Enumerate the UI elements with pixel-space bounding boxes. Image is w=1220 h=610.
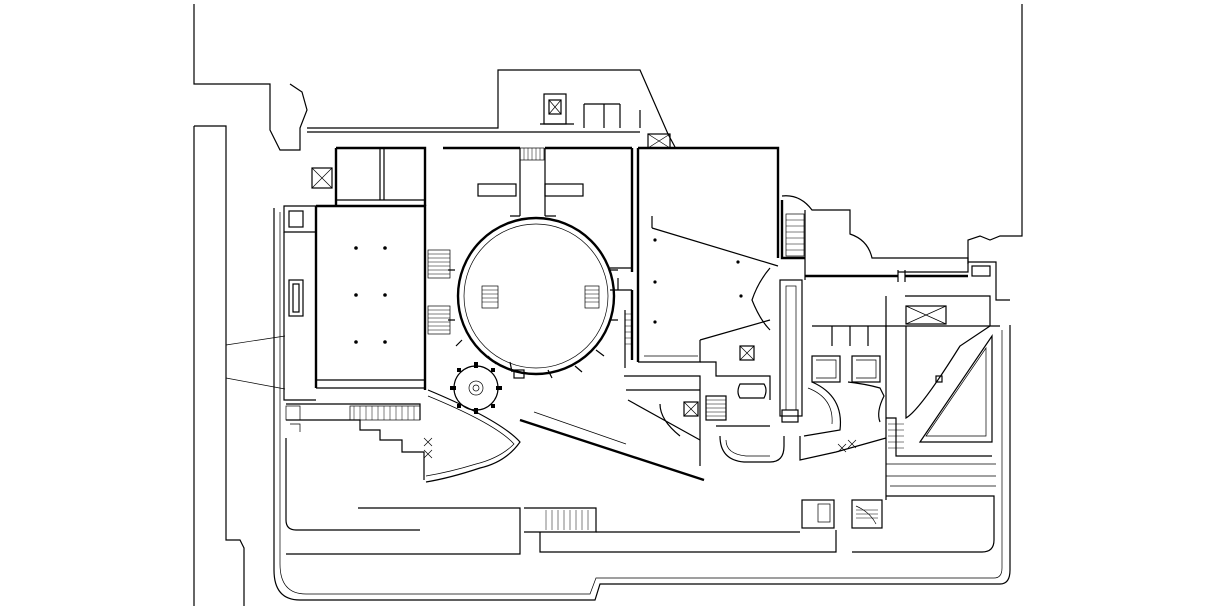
west-gallery: [314, 204, 427, 390]
entrance-court: [285, 403, 996, 555]
north-wing: [334, 93, 671, 217]
central-connectors: [425, 148, 634, 483]
rotunda: [427, 216, 618, 414]
colonnade-piers: [450, 362, 502, 414]
lobby-block: [423, 345, 887, 482]
site-boundary: [193, 4, 1023, 606]
east-gallery: [624, 146, 780, 368]
building-envelope: [273, 69, 1011, 601]
annex: [779, 195, 1010, 437]
service-block: [885, 325, 996, 500]
